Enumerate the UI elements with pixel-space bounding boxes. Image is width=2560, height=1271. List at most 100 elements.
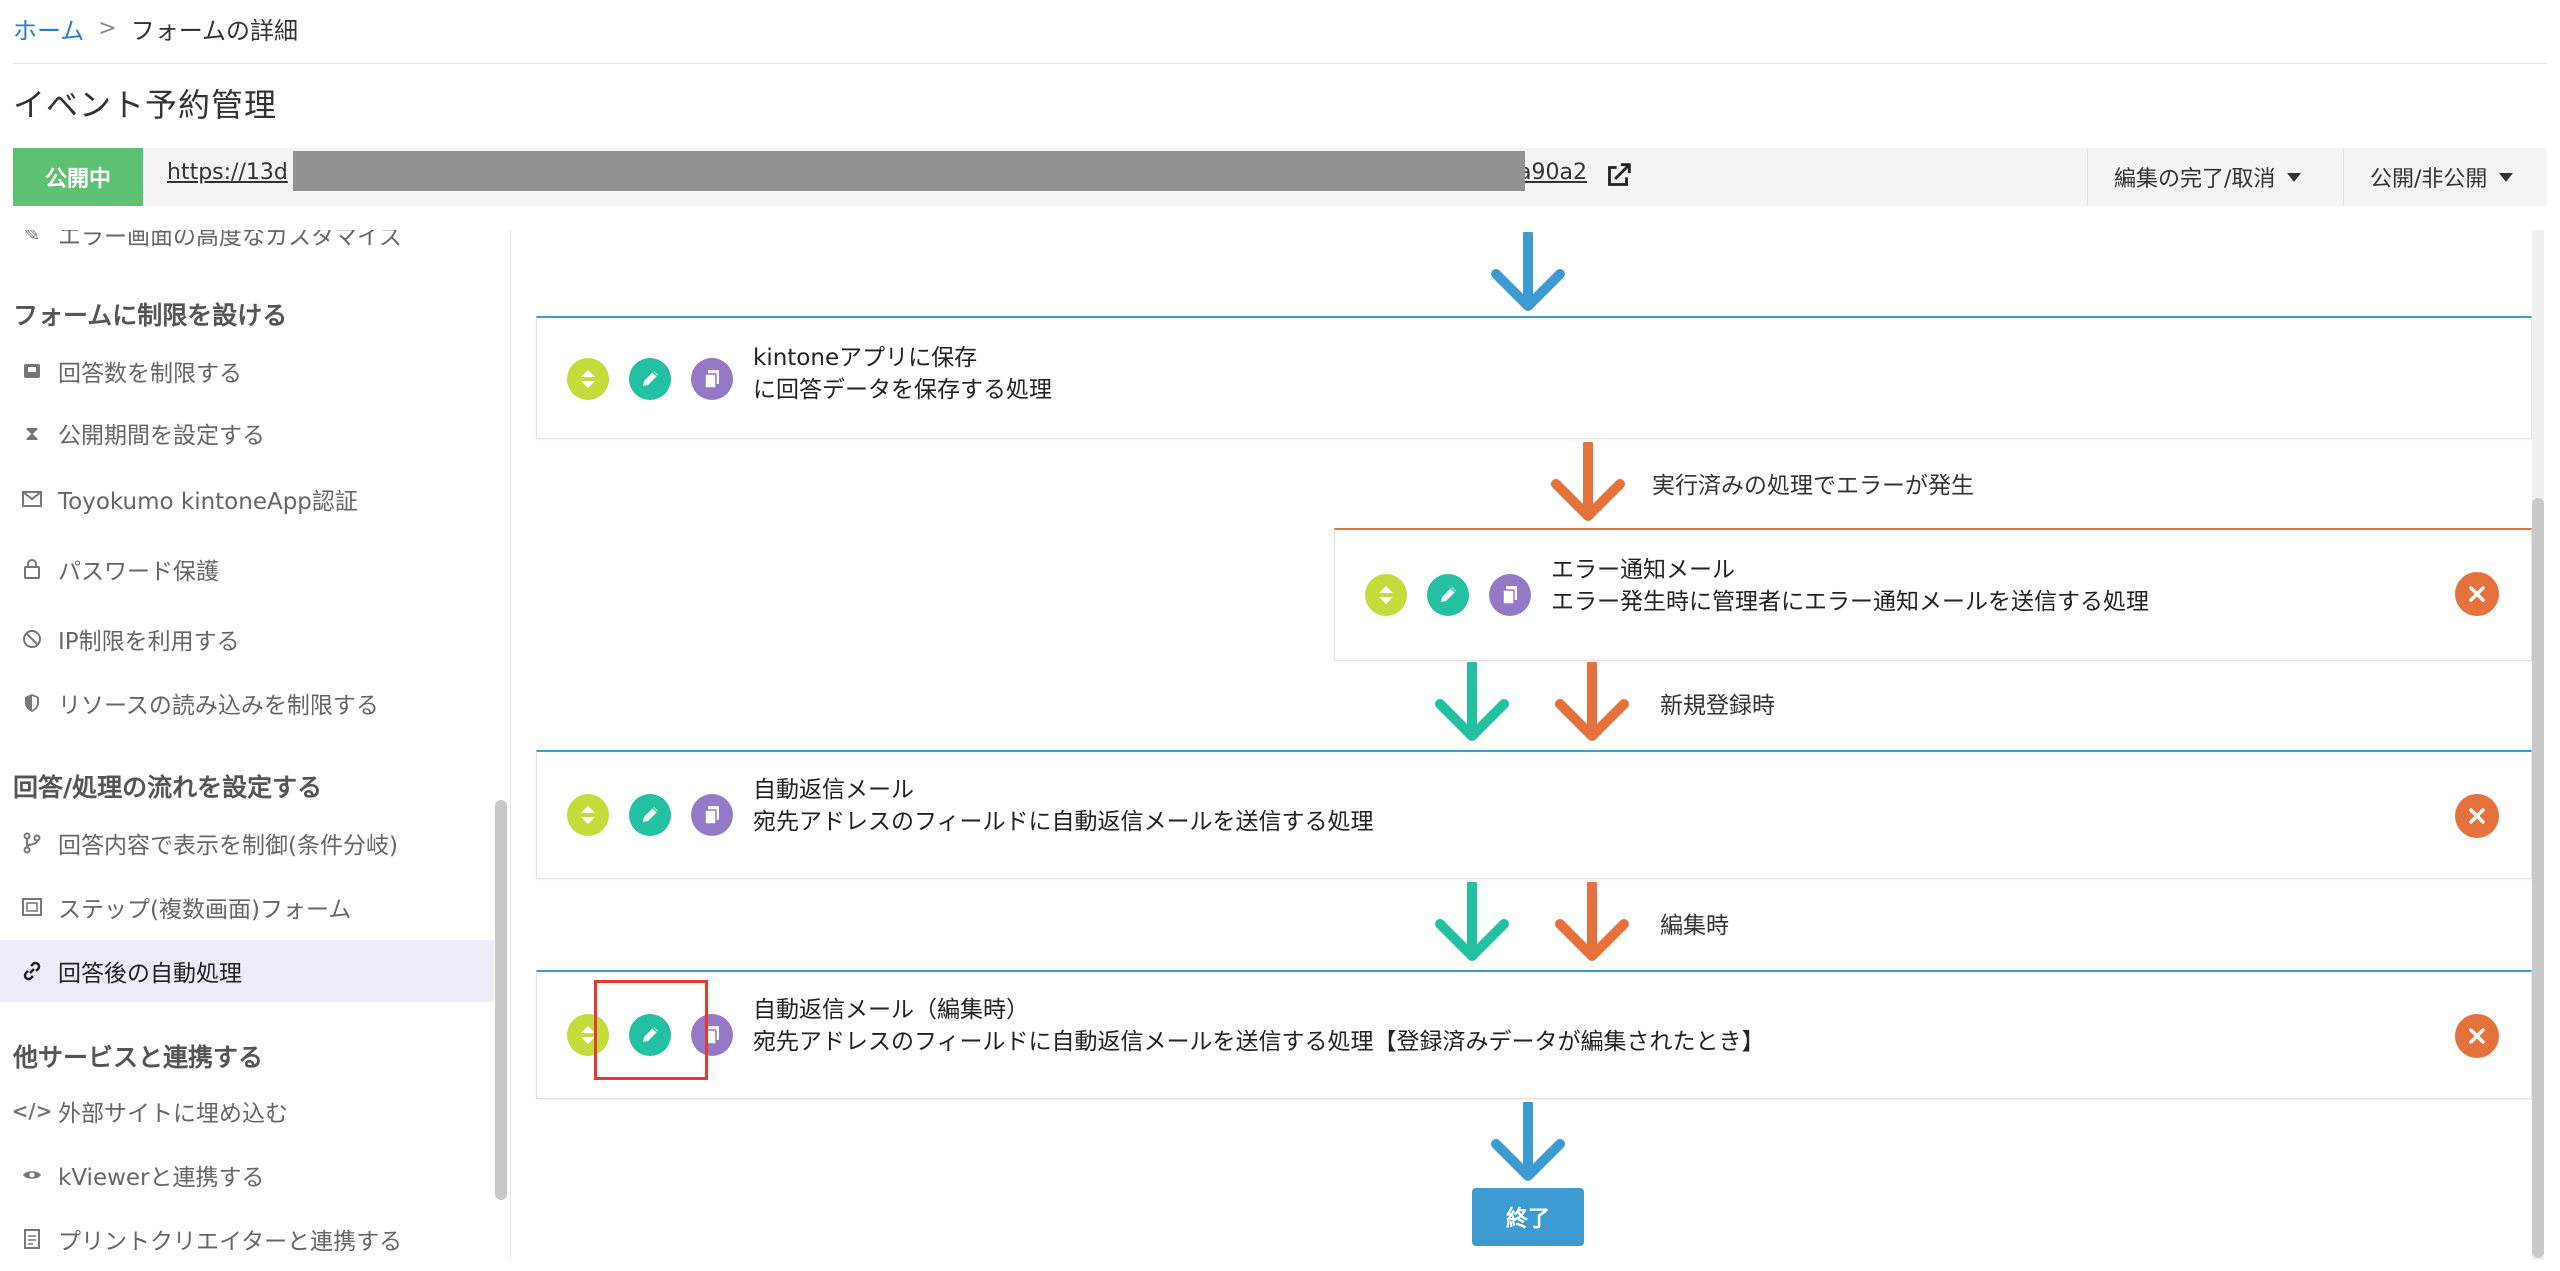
main-divider [510,230,511,1260]
copy-button[interactable] [1489,574,1531,616]
publish-toggle-dropdown[interactable]: 公開/非公開 [2343,148,2531,206]
publish-toggle-label: 公開/非公開 [2370,167,2488,192]
flow-card-auto-reply-edit: 自動返信メール（編集時） 宛先アドレスのフィールドに自動返信メールを送信する処理… [536,970,2532,1099]
pencil-icon [1441,587,1456,602]
card-description: エラー発生時に管理者にエラー通知メールを送信する処理 [1551,589,2149,615]
move-button[interactable] [1365,574,1407,616]
envelope-icon [18,491,46,507]
copy-icon [1502,586,1517,605]
sidebar-section-title: フォームに制限を設ける [13,301,288,330]
external-link-icon[interactable] [1601,159,1635,193]
caret-down-icon [2287,172,2302,182]
sidebar-item-auto-process[interactable]: 回答後の自動処理 [0,940,494,1002]
sidebar-item-kviewer[interactable]: kViewerと連携する [0,1144,494,1206]
sidebar-item-print-creator[interactable]: プリントクリエイターと連携する [0,1208,494,1270]
edit-button[interactable] [629,358,671,400]
breadcrumb-home-link[interactable]: ホーム [13,16,85,45]
copy-button[interactable] [691,794,733,836]
sort-icon [581,806,595,824]
sidebar-item-ip-restriction[interactable]: IP制限を利用する [0,608,494,670]
card-title: 自動返信メール（編集時） [753,997,1029,1023]
sort-icon [581,370,595,388]
flow-arrow-down-blue [1491,1102,1565,1181]
flow-label-edit: 編集時 [1660,913,1729,939]
breadcrumb-separator: > [98,15,117,41]
code-icon: </> [11,1099,53,1123]
card-description: に回答データを保存する処理 [753,377,1052,403]
link-icon [18,961,46,981]
sidebar-item-limit-answers[interactable]: 回答数を制限する [0,340,494,402]
flow-arrow-down-blue [1491,232,1565,311]
sidebar-item-kintoneapp-auth[interactable]: Toyokumo kintoneApp認証 [0,468,494,530]
flow-arrow-down-orange [1555,882,1629,961]
branch-icon [18,832,46,854]
status-badge: 公開中 [13,148,143,206]
card-title: 自動返信メール [753,777,914,803]
card-description: 宛先アドレスのフィールドに自動返信メールを送信する処理 [753,809,1374,835]
flow-card-kintone-save: kintoneアプリに保存 に回答データを保存する処理 [536,316,2532,439]
close-icon [2469,586,2485,602]
sidebar: ✎ エラー画面の高度なカスタマイズ フォームに制限を設ける 回答数を制限する ⧗… [0,230,494,1271]
main-scrollbar[interactable] [2532,498,2544,1258]
sidebar-item-embed[interactable]: </> 外部サイトに埋め込む [11,1099,288,1127]
flow-label-error: 実行済みの処理でエラーが発生 [1652,473,1974,499]
delete-button[interactable] [2455,794,2499,838]
pencil-icon [643,1027,658,1042]
move-button[interactable] [567,794,609,836]
highlight-box [594,980,708,1080]
pencil-icon [643,807,658,822]
copy-button[interactable] [691,358,733,400]
sidebar-item-error-screen[interactable]: ✎ エラー画面の高度なカスタマイズ [0,230,494,254]
sidebar-scrollbar[interactable] [495,800,507,1200]
brush-icon: ✎ [23,230,41,246]
sidebar-item-password[interactable]: パスワード保護 [0,538,494,600]
eye-icon [18,1168,46,1182]
edit-button[interactable] [1427,574,1469,616]
window-icon [18,898,46,916]
inbox-icon [18,361,46,381]
move-button[interactable] [567,1014,609,1056]
edit-button[interactable] [629,1014,671,1056]
copy-icon [704,370,719,389]
edit-button[interactable] [629,794,671,836]
sort-icon [1379,586,1393,604]
flow-card-auto-reply: 自動返信メール 宛先アドレスのフィールドに自動返信メールを送信する処理 [536,750,2532,879]
card-title: エラー通知メール [1551,557,1735,583]
caret-down-icon [2499,172,2514,182]
sidebar-item-step-form[interactable]: ステップ(複数画面)フォーム [0,876,494,938]
flow-arrow-down-orange [1551,442,1625,521]
sidebar-item-publish-period[interactable]: ⧗ 公開期間を設定する [0,402,494,464]
shield-icon [18,693,46,713]
document-icon [18,1229,46,1249]
flow-card-error-mail: エラー通知メール エラー発生時に管理者にエラー通知メールを送信する処理 [1334,528,2532,661]
card-title: kintoneアプリに保存 [753,345,978,371]
form-url-link[interactable]: https://13d [167,160,288,185]
sidebar-item-conditional-display[interactable]: 回答内容で表示を制御(条件分岐) [0,812,494,874]
delete-button[interactable] [2455,572,2499,616]
end-node: 終了 [1472,1188,1584,1246]
move-button[interactable] [567,358,609,400]
edit-complete-cancel-label: 編集の完了/取消 [2114,167,2276,192]
pencil-icon [643,371,658,386]
sidebar-section-title: 回答/処理の流れを設定する [13,773,323,802]
publish-bar: 公開中 https://13d a90a2 編集の完了/取消 公開/非公開 [13,148,2547,206]
close-icon [2469,808,2485,824]
sidebar-item-resource-restriction[interactable]: リソースの読み込みを制限する [0,672,494,734]
copy-icon [704,806,719,825]
page-title: イベント予約管理 [13,86,278,124]
sort-icon [581,1026,595,1044]
close-icon [2469,1028,2485,1044]
edit-complete-cancel-dropdown[interactable]: 編集の完了/取消 [2087,148,2319,206]
ban-icon [18,629,46,649]
hourglass-icon: ⧗ [24,421,40,445]
url-redaction [293,151,1525,191]
delete-button[interactable] [2455,1014,2499,1058]
form-url-link-end[interactable]: a90a2 [1518,160,1587,185]
flow-label-new: 新規登録時 [1660,693,1775,719]
breadcrumb-current: フォームの詳細 [130,16,298,45]
flow-arrow-down-green [1435,882,1509,961]
header-divider [13,63,2547,64]
card-description: 宛先アドレスのフィールドに自動返信メールを送信する処理【登録済みデータが編集され… [753,1029,1765,1055]
flow-arrow-down-green [1435,662,1509,741]
breadcrumb: ホーム > フォームの詳細 [13,10,298,46]
